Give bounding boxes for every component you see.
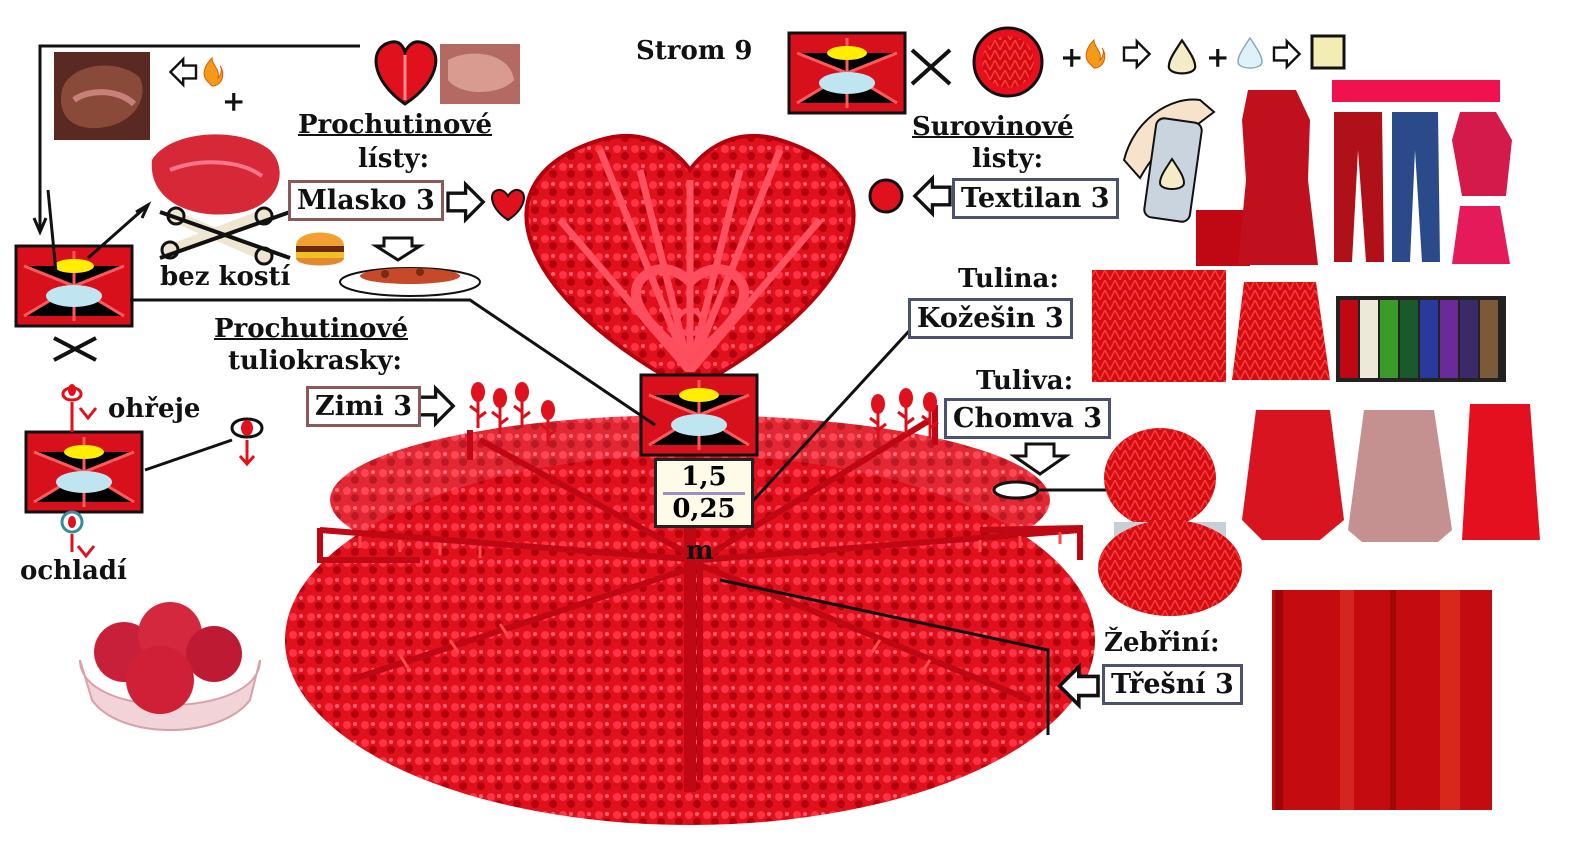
plus-sign-3: + xyxy=(1206,41,1230,74)
width-value: 0,25 xyxy=(672,493,736,524)
top-tree-icon xyxy=(787,31,907,115)
cream-drop-icon xyxy=(1167,39,1197,75)
chomva-label: Chomva 3 xyxy=(944,398,1112,439)
pink-skirt xyxy=(1452,206,1510,264)
textilan-label: Textilan 3 xyxy=(952,178,1119,219)
plus-sign-2: + xyxy=(1060,41,1084,74)
height-sign: 1,5 0,25 xyxy=(654,458,754,529)
tresni-label: Třešní 3 xyxy=(1102,664,1243,705)
prochutinove-tuliokrasky-heading: Prochutinové xyxy=(214,314,409,344)
height-value: 1,5 xyxy=(663,463,745,495)
arrow-right-icon-2 xyxy=(1122,40,1151,69)
left-tree-icon-bottom xyxy=(24,430,144,514)
arrow-right-icon-3 xyxy=(1272,40,1301,69)
left-tree-icon-top xyxy=(14,244,134,328)
unit-label: m xyxy=(686,536,714,566)
fur-color-palette xyxy=(1336,296,1506,382)
arrow-down-icon xyxy=(370,236,426,262)
connector-lines xyxy=(32,44,1110,735)
kozesin-label: Kožešin 3 xyxy=(908,298,1073,339)
tulina-heading: Tulina: xyxy=(958,264,1059,294)
yarn-connector-ring xyxy=(992,480,1040,500)
small-heart-icon xyxy=(491,188,525,222)
cream-square-icon xyxy=(1310,34,1346,70)
crossed-bones-icon xyxy=(159,206,291,266)
prochutinove-tuliokrasky-subheading: tuliokrasky: xyxy=(228,346,402,376)
ohreje-label: ohřeje xyxy=(108,394,201,424)
spray-can-icon xyxy=(1122,98,1216,223)
prochutinove-listy-subheading: lísty: xyxy=(358,144,430,174)
red-yarn-icon xyxy=(1098,428,1242,616)
bez-kosti-label: bez kostí xyxy=(160,262,291,292)
arrow-left-icon-2 xyxy=(913,176,952,216)
raw-meat-photo xyxy=(151,134,280,215)
ladder-rungs xyxy=(358,532,1062,673)
zebrini-heading: Žebřiní: xyxy=(1104,628,1220,658)
arrow-down-icon-2 xyxy=(1009,442,1071,476)
pink-label-bar xyxy=(1332,80,1500,102)
warm-cool-indicator xyxy=(60,384,98,559)
red-fur-coat xyxy=(1232,282,1330,380)
burger-icon xyxy=(296,232,344,266)
tuliva-heading: Tuliva: xyxy=(976,366,1074,396)
fire-icon-2 xyxy=(1085,39,1106,69)
red-dot-icon xyxy=(868,178,904,214)
ochladi-label: ochladí xyxy=(20,556,127,586)
red-pants xyxy=(1334,112,1384,262)
pink-top xyxy=(1452,112,1512,196)
surovinove-listy-heading: Surovinové xyxy=(912,112,1074,142)
red-sweater xyxy=(1242,410,1344,540)
central-tree-icon xyxy=(639,373,759,457)
plus-sign: + xyxy=(222,85,246,118)
zimi-label: Zimi 3 xyxy=(306,386,421,427)
red-skirt xyxy=(1462,404,1540,540)
sorbet-bowl-icon xyxy=(79,602,261,731)
red-fur-swatch xyxy=(1092,270,1226,382)
prochutinove-listy-heading: Prochutinové xyxy=(298,110,493,140)
surovinove-listy-subheading: listy: xyxy=(972,144,1044,174)
arrow-left-icon xyxy=(169,58,198,87)
arrow-right-icon-4 xyxy=(416,386,455,426)
arrow-right-icon xyxy=(446,182,485,222)
blue-jeans xyxy=(1392,112,1440,262)
mlasko-label: Mlasko 3 xyxy=(288,180,444,221)
plate-dish-icon xyxy=(339,267,481,297)
cherry-wood-swatch xyxy=(1272,590,1492,810)
red-dress xyxy=(1238,90,1318,265)
diagram-title: Strom 9 xyxy=(636,36,753,66)
pink-sweater xyxy=(1348,410,1452,542)
water-drop-icon xyxy=(1237,36,1263,69)
fire-icon xyxy=(203,57,224,87)
